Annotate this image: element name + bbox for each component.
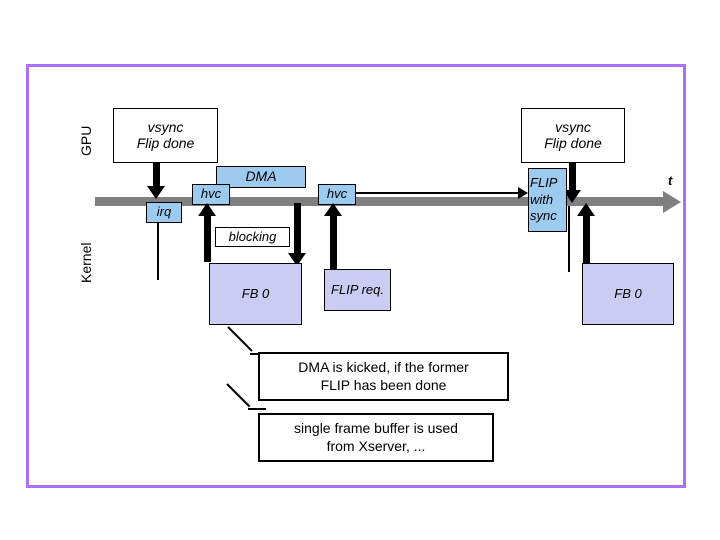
note-dma-line2: FLIP has been done xyxy=(320,376,447,393)
lane-label-kernel: Kernel xyxy=(78,242,94,283)
note-dma-line1: DMA is kicked, if the former xyxy=(298,358,469,375)
note-fb-line2: from Xserver, ... xyxy=(326,437,426,454)
block-hvc-first: hvc xyxy=(192,184,230,205)
timeline-axis xyxy=(95,197,665,206)
block-irq-label: irq xyxy=(156,204,172,220)
block-hvc-first-label: hvc xyxy=(200,186,222,202)
timeline-axis-label: t xyxy=(668,173,673,188)
arrow-dma-to-fb-shaft xyxy=(294,203,301,255)
slide-border xyxy=(26,64,686,488)
arrow-vsync-to-irq-shaft xyxy=(153,163,160,189)
arrow-hvc-to-flip-shaft xyxy=(356,192,521,194)
arrow-vsync-right-to-flip-head-icon xyxy=(563,190,581,203)
lifeline-flip-sync xyxy=(568,206,570,272)
arrow-fb-to-hvc-first-shaft xyxy=(204,214,211,262)
block-fb-left-label: FB 0 xyxy=(241,285,270,301)
arrow-flipreq-to-hvc-shaft xyxy=(330,214,337,269)
block-fb-right-label: FB 0 xyxy=(614,285,642,301)
block-fb-right: FB 0 xyxy=(582,263,674,325)
arrow-hvc-to-flip-head-icon xyxy=(518,187,528,199)
vsync-right-line2: Flip done xyxy=(544,134,602,151)
note-single-framebuffer: single frame buffer is used from Xserver… xyxy=(258,413,494,462)
arrow-fb-right-to-timeline-head-icon xyxy=(577,203,595,216)
block-flip-req-label: FLIP req. xyxy=(331,281,384,297)
vsync-left-line2: Flip done xyxy=(136,134,195,151)
block-blocking: blocking xyxy=(215,227,290,247)
flip-with-sync-line3: sync xyxy=(530,208,557,224)
vsync-left-line1: vsync xyxy=(147,118,184,135)
arrow-dma-to-fb-head-icon xyxy=(288,253,306,266)
block-flip-req: FLIP req. xyxy=(324,269,391,311)
leader-line-note-fb-tail xyxy=(248,408,266,410)
block-hvc-second: hvc xyxy=(318,184,356,205)
note-dma-kicked: DMA is kicked, if the former FLIP has be… xyxy=(258,352,509,401)
flip-with-sync-line2: with xyxy=(530,191,554,207)
arrow-fb-to-hvc-first-head-icon xyxy=(198,203,216,216)
block-blocking-label: blocking xyxy=(228,228,277,244)
vsync-right-line1: vsync xyxy=(555,118,591,135)
block-hvc-second-label: hvc xyxy=(326,186,348,202)
arrow-vsync-to-irq-head-icon xyxy=(147,186,165,199)
block-flip-with-sync: FLIP with sync xyxy=(528,168,567,232)
block-irq: irq xyxy=(146,202,182,223)
block-dma-label: DMA xyxy=(245,168,277,185)
arrow-flipreq-to-hvc-head-icon xyxy=(324,203,342,216)
flip-with-sync-line1: FLIP xyxy=(530,175,558,191)
vsync-flip-done-box-right: vsync Flip done xyxy=(521,108,625,163)
block-fb-left: FB 0 xyxy=(209,263,302,325)
arrow-vsync-right-to-flip-shaft xyxy=(569,163,576,193)
timeline-arrowhead-icon xyxy=(663,191,681,213)
vsync-flip-done-box-left: vsync Flip done xyxy=(113,108,218,163)
block-dma: DMA xyxy=(216,166,306,188)
lane-label-gpu: GPU xyxy=(78,125,94,156)
lifeline-irq xyxy=(157,223,159,280)
arrow-fb-right-to-timeline-shaft xyxy=(583,214,590,264)
note-fb-line1: single frame buffer is used xyxy=(294,419,458,436)
